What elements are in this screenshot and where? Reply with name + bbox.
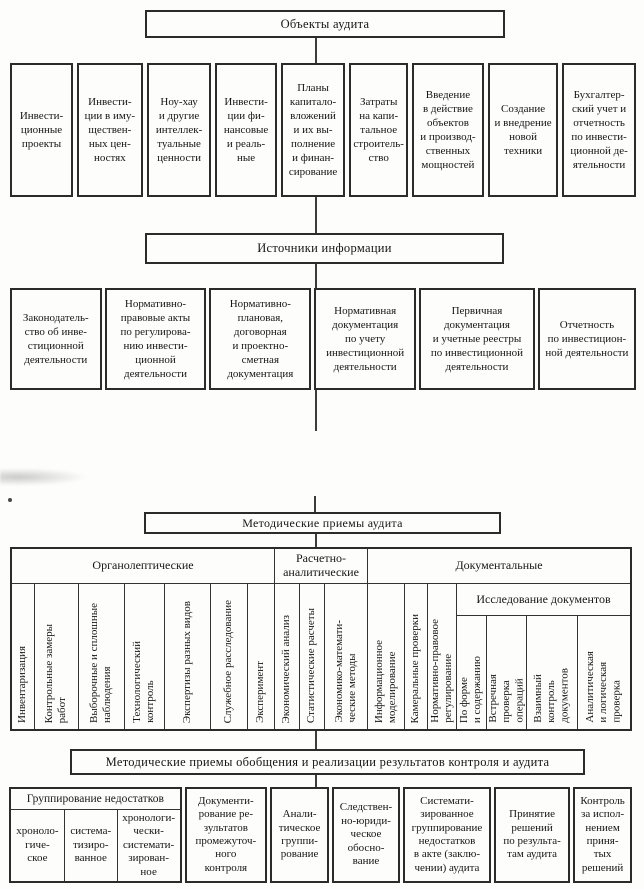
method-cell: Инвентаризация bbox=[12, 584, 35, 729]
info-source-box: Нормативно- плановая, договорная и проек… bbox=[209, 288, 312, 390]
group-header-calc-analytic: Расчетно- аналитические bbox=[275, 549, 368, 583]
summary-box: Следствен- но-юриди- ческое обосно- вани… bbox=[332, 787, 400, 883]
methods-header-row: Органолептические Расчетно- аналитически… bbox=[12, 549, 630, 584]
method-cell: Нормативно-правовое регулирование bbox=[428, 584, 457, 729]
summary-box: Документи- рование ре- зультатов промежу… bbox=[184, 787, 268, 883]
audit-object-box: Инвести- ционные проекты bbox=[10, 63, 73, 197]
method-label: Выборочные и сплошные наблюдения bbox=[88, 602, 114, 723]
group-header-organoleptic: Органолептические bbox=[12, 549, 275, 583]
document-research-cols: По форме и содержанию Встречная проверка… bbox=[457, 616, 630, 729]
audit-objects-row: Инвести- ционные проекты Инвести- ции в … bbox=[10, 63, 637, 197]
method-label: Технологический контроль bbox=[131, 641, 157, 723]
summary-row: Группирование недостатков хроноло- гиче-… bbox=[9, 787, 633, 883]
method-label: Служебное расследование bbox=[222, 599, 235, 723]
audit-object-box: Бухгалтер- ский учет и отчетность по инв… bbox=[562, 63, 637, 197]
summary-box: Системати- зированное группирование недо… bbox=[402, 787, 491, 883]
connector-line bbox=[315, 730, 317, 750]
summary-box: Контроль за испол- нением приня- тых реш… bbox=[573, 787, 633, 883]
info-sources-title-box: Источники информации bbox=[145, 233, 504, 264]
method-label: Встречная проверка операций bbox=[487, 674, 526, 723]
method-cell: Контрольные замеры работ bbox=[35, 584, 79, 729]
method-cell: Встречная проверка операций bbox=[487, 616, 527, 729]
method-label: Экономический анализ bbox=[280, 614, 293, 723]
audit-object-box: Инвести- ции в иму- ществен- ных цен- но… bbox=[76, 63, 143, 197]
method-label: Эксперимент bbox=[254, 661, 267, 723]
audit-object-box: Введение в действие объектов и производ-… bbox=[411, 63, 484, 197]
document-research-header: Исследование документов bbox=[457, 584, 630, 616]
method-label: Информационное моделирование bbox=[372, 639, 398, 723]
method-cell: Аналитическая и логическая проверка bbox=[578, 616, 630, 729]
method-cell: Экспертизы разных видов bbox=[165, 584, 211, 729]
info-sources-title: Источники информации bbox=[257, 241, 392, 255]
info-source-box: Первичная документация и учетные реестры… bbox=[419, 288, 535, 390]
audit-object-box: Затраты на капи- тальное строитель- ство bbox=[349, 63, 408, 197]
method-label: Контрольные замеры работ bbox=[43, 623, 69, 723]
summary-box: Принятие решений по результа- там аудита bbox=[493, 787, 571, 883]
audit-methods-title: Методические приемы аудита bbox=[242, 515, 403, 530]
defect-grouping-box: Группирование недостатков хроноло- гиче-… bbox=[9, 787, 182, 883]
method-cell: Служебное расследование bbox=[211, 584, 248, 729]
method-label: Экономико-математи- ческие методы bbox=[332, 620, 358, 723]
audit-object-box: Ноу-хау и другие интеллек- туальные ценн… bbox=[146, 63, 212, 197]
connector-line bbox=[315, 389, 317, 431]
method-cell: По форме и содержанию bbox=[457, 616, 487, 729]
info-source-box: Отчетность по инвестицион- ной деятельно… bbox=[537, 288, 636, 390]
method-label: Камеральные проверки bbox=[409, 613, 422, 723]
summary-cell: система- тизиро- ванное bbox=[65, 810, 118, 881]
summary-cell: хроноло- гиче- ское bbox=[11, 810, 65, 881]
audit-methods-title-box: Методические приемы аудита bbox=[144, 512, 501, 534]
method-label: Инвентаризация bbox=[16, 646, 29, 723]
info-source-box: Нормативно- правовые акты по регулирова-… bbox=[104, 288, 207, 390]
scan-dot bbox=[8, 498, 12, 502]
method-cell: Информационное моделирование bbox=[368, 584, 405, 729]
audit-object-box: Создание и внедрение новой техники bbox=[487, 63, 559, 197]
defect-grouping-header: Группирование недостатков bbox=[11, 789, 180, 810]
method-label: Взаимный контроль документов bbox=[532, 668, 571, 723]
method-cell: Выборочные и сплошные наблюдения bbox=[79, 584, 125, 729]
scan-smudge bbox=[0, 468, 88, 486]
method-cell: Камеральные проверки bbox=[405, 584, 428, 729]
method-cell: Экономико-математи- ческие методы bbox=[325, 584, 368, 729]
method-cell: Взаимный контроль документов bbox=[527, 616, 578, 729]
method-cell: Технологический контроль bbox=[125, 584, 165, 729]
audit-objects-title: Объекты аудита bbox=[280, 16, 370, 31]
connector-line bbox=[315, 196, 317, 234]
info-source-box: Нормативная документация по учету инвест… bbox=[314, 288, 417, 390]
info-source-box: Законодатель- ство об инве- стиционной д… bbox=[10, 288, 102, 390]
methods-body: Инвентаризация Контрольные замеры работ … bbox=[12, 584, 630, 729]
summary-box: Анали- тическое группи- рование bbox=[270, 787, 329, 883]
connector-line bbox=[315, 36, 317, 64]
summary-title: Методические приемы обобщения и реализац… bbox=[105, 754, 550, 769]
method-cell: Экономический анализ bbox=[275, 584, 300, 729]
summary-title-box: Методические приемы обобщения и реализац… bbox=[70, 749, 585, 775]
audit-object-box: Планы капитало- вложений и их вы- полнен… bbox=[280, 63, 346, 197]
audit-methods-table: Органолептические Расчетно- аналитически… bbox=[10, 547, 632, 731]
defect-grouping-cols: хроноло- гиче- ское система- тизиро- ван… bbox=[11, 810, 180, 881]
method-label: Статистические расчеты bbox=[305, 607, 318, 723]
document-research-block: Исследование документов По форме и содер… bbox=[457, 584, 630, 729]
group-header-documentary: Документальные bbox=[455, 558, 543, 573]
connector-line bbox=[314, 496, 316, 513]
audit-object-box: Инвести- ции фи- нансовые и реаль- ные bbox=[215, 63, 277, 197]
connector-line bbox=[315, 774, 317, 788]
method-cell: Статистические расчеты bbox=[300, 584, 325, 729]
method-label: Экспертизы разных видов bbox=[180, 600, 193, 723]
connector-line bbox=[315, 533, 317, 548]
connector-line bbox=[315, 263, 317, 289]
method-label: Нормативно-правовое регулирование bbox=[428, 619, 454, 723]
method-cell: Эксперимент bbox=[248, 584, 275, 729]
summary-cell: хронологи- чески- системати- зирован- но… bbox=[122, 811, 176, 878]
info-sources-row: Законодатель- ство об инве- стиционной д… bbox=[10, 288, 636, 390]
method-label: По форме и содержанию bbox=[458, 655, 484, 723]
method-label: Аналитическая и логическая проверка bbox=[584, 651, 623, 723]
audit-objects-title-box: Объекты аудита bbox=[145, 10, 505, 38]
